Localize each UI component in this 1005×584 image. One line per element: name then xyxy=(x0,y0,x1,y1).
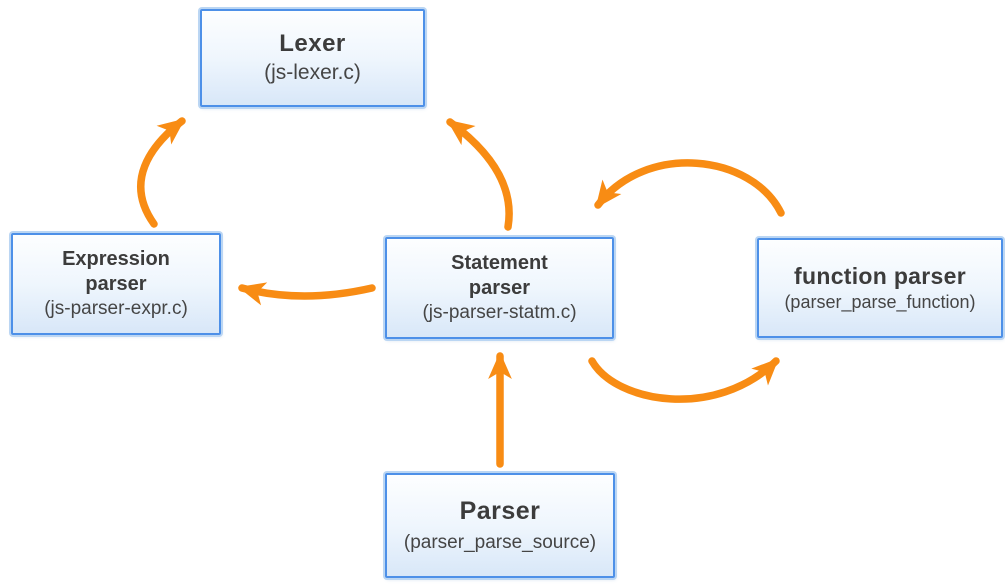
node-parser-subtitle: (parser_parse_source) xyxy=(403,531,597,553)
node-statement-parser-subtitle: (js-parser-statm.c) xyxy=(422,301,577,323)
node-expression-parser: Expression parser (js-parser-expr.c) xyxy=(11,233,221,335)
arrow-statement-parser-to-lexer xyxy=(446,118,513,231)
node-statement-parser: Statement parser (js-parser-statm.c) xyxy=(385,237,614,339)
arrow-statement-parser-to-expression-parser xyxy=(238,282,376,306)
node-function-parser: function parser (parser_parse_function) xyxy=(757,238,1003,338)
arrow-function-parser-to-statement-parser xyxy=(594,159,785,217)
node-function-parser-subtitle: (parser_parse_function) xyxy=(784,291,976,312)
node-expression-parser-subtitle: (js-parser-expr.c) xyxy=(44,297,188,319)
node-lexer-title: Lexer xyxy=(279,30,346,58)
node-expression-parser-title: Expression parser xyxy=(62,247,170,295)
node-lexer-subtitle: (js-lexer.c) xyxy=(264,61,361,85)
node-parser: Parser (parser_parse_source) xyxy=(385,473,615,578)
node-statement-parser-title: Statement parser xyxy=(451,251,548,299)
arrow-statement-parser-to-function-parser xyxy=(588,357,780,403)
arrow-expression-parser-to-lexer xyxy=(137,117,186,228)
node-parser-title: Parser xyxy=(459,496,541,525)
node-function-parser-title: function parser xyxy=(794,262,966,289)
node-lexer: Lexer (js-lexer.c) xyxy=(200,9,425,107)
